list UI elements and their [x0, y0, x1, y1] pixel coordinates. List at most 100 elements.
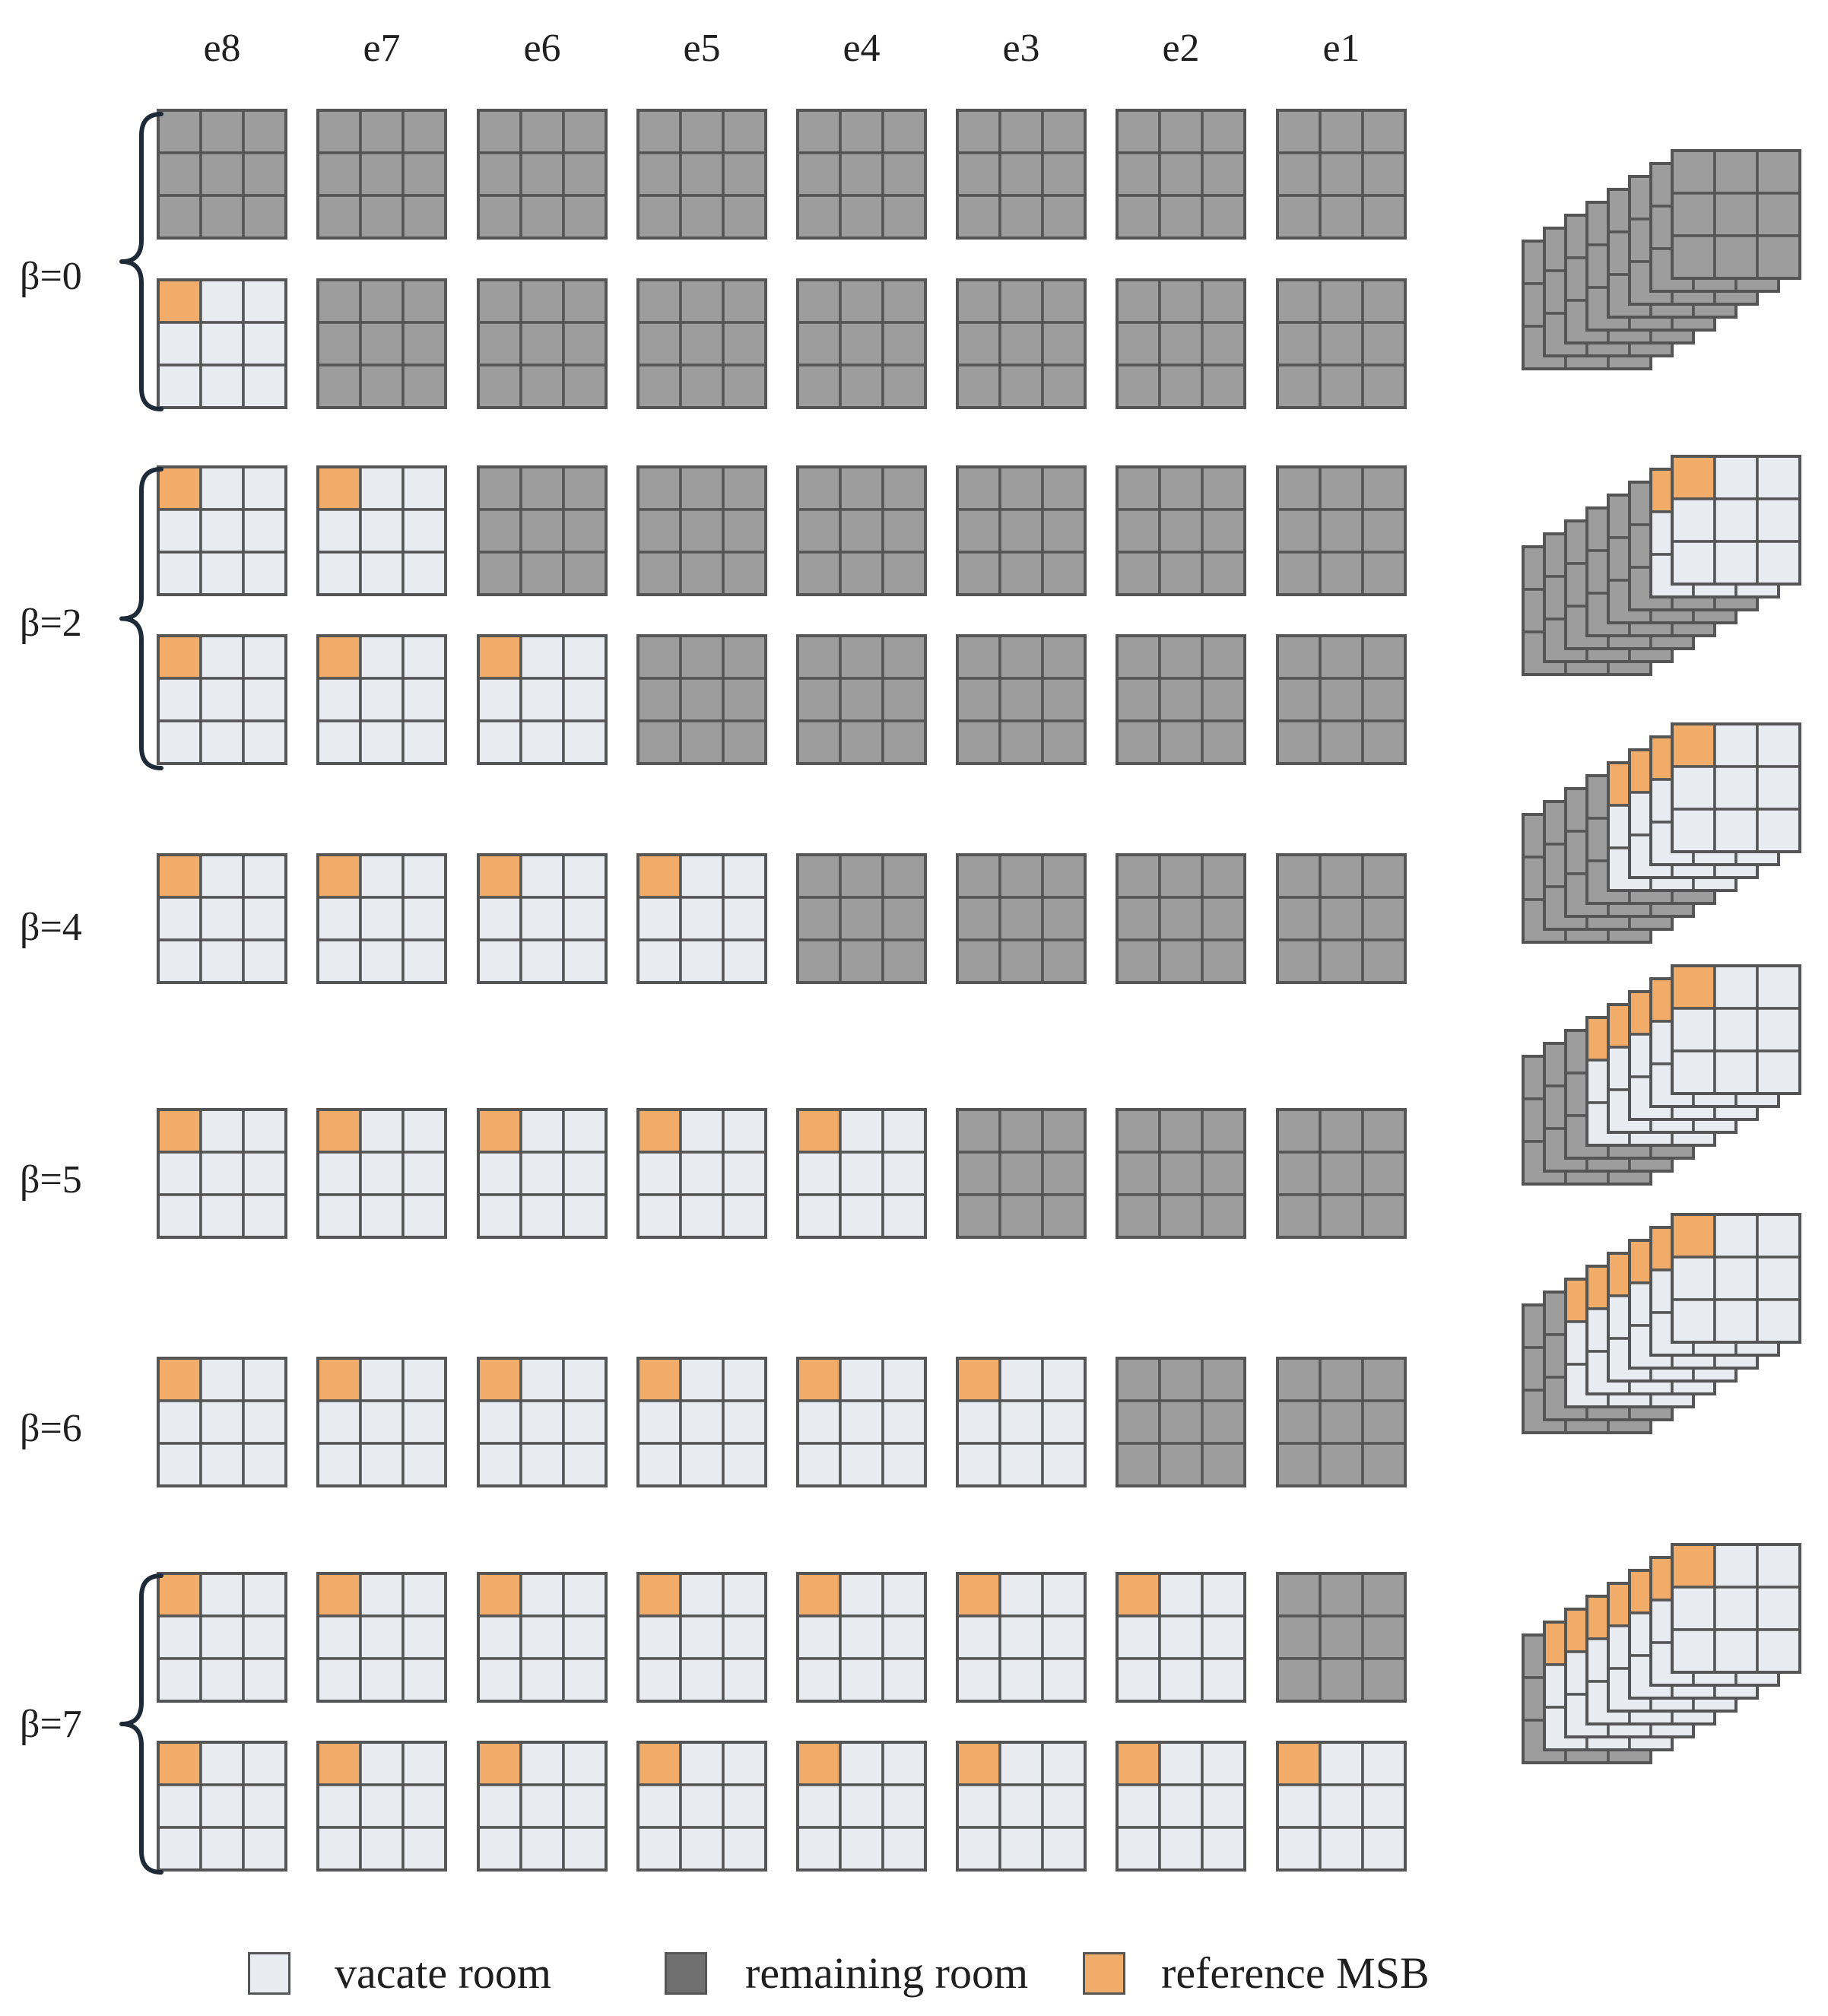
- remaining-cell: [956, 1108, 1001, 1154]
- remaining-block: [956, 634, 1087, 765]
- remaining-cell: [1041, 194, 1087, 240]
- reference-msb-cell: [636, 1572, 682, 1618]
- stack-β=0: [1522, 149, 1801, 370]
- remaining-block: [157, 109, 287, 240]
- vacate-cell: [1713, 1628, 1759, 1674]
- vacate-block: [157, 1357, 287, 1487]
- remaining-cell: [477, 321, 522, 367]
- vacate-cell: [199, 1193, 245, 1239]
- reference-msb-cell: [316, 634, 362, 680]
- vacate-cell: [157, 1193, 202, 1239]
- vacate-cell: [1041, 1826, 1087, 1872]
- vacate-cell: [562, 677, 608, 722]
- remaining-cell: [1361, 151, 1407, 197]
- vacate-cell: [1713, 1213, 1759, 1259]
- block-outline: [1116, 853, 1246, 984]
- block-outline: [316, 634, 447, 765]
- remaining-cell: [1319, 1151, 1364, 1196]
- remaining-cell: [1158, 465, 1204, 511]
- remaining-cell: [956, 853, 1001, 899]
- vacate-cell: [242, 321, 287, 367]
- vacate-cell: [722, 1741, 767, 1786]
- column-header-e5: e5: [683, 27, 720, 70]
- remaining-cell: [1319, 1572, 1364, 1618]
- column-header-e2: e2: [1162, 27, 1199, 70]
- vacate-cell: [881, 1108, 927, 1154]
- vacate-cell: [998, 1614, 1044, 1660]
- vacate-cell: [157, 1614, 202, 1660]
- remaining-cell: [316, 321, 362, 367]
- block-outline: [956, 1741, 1087, 1872]
- remaining-block: [796, 465, 927, 596]
- vacate-cell: [477, 677, 522, 722]
- remaining-cell: [1116, 194, 1161, 240]
- remaining-cell: [679, 194, 725, 240]
- remaining-cell: [1158, 719, 1204, 765]
- vacate-cell: [316, 1614, 362, 1660]
- remaining-block: [956, 109, 1087, 240]
- remaining-cell: [1276, 194, 1322, 240]
- vacate-cell: [881, 1783, 927, 1829]
- block-outline: [316, 853, 447, 984]
- remaining-cell: [839, 364, 884, 409]
- remaining-cell: [722, 194, 767, 240]
- vacate-cell: [359, 853, 405, 899]
- remaining-cell: [1116, 1151, 1161, 1196]
- vacate-cell: [519, 1572, 565, 1618]
- vacate-cell: [562, 719, 608, 765]
- vacate-cell: [316, 1826, 362, 1872]
- remaining-cell: [636, 634, 682, 680]
- vacate-cell: [881, 1357, 927, 1402]
- vacate-cell: [562, 1357, 608, 1402]
- vacate-block: [477, 1741, 608, 1872]
- remaining-cell: [796, 719, 842, 765]
- block-outline: [316, 465, 447, 596]
- reference-msb-cell: [1671, 964, 1716, 1010]
- vacate-cell: [636, 1151, 682, 1196]
- vacate-cell: [157, 1442, 202, 1487]
- remaining-cell: [1201, 1357, 1246, 1402]
- vacate-cell: [477, 938, 522, 984]
- remaining-cell: [1201, 853, 1246, 899]
- vacate-block: [636, 853, 767, 984]
- remaining-cell: [1361, 1357, 1407, 1402]
- reference-msb-cell: [157, 465, 202, 511]
- vacate-cell: [1756, 1213, 1801, 1259]
- vacate-cell: [359, 1193, 405, 1239]
- beta-labels: β=0β=2β=4β=5β=6β=7: [20, 255, 82, 1746]
- vacate-cell: [1319, 1741, 1364, 1786]
- remaining-cell: [1116, 1442, 1161, 1487]
- vacate-cell: [722, 1357, 767, 1402]
- vacate-cell: [1713, 497, 1759, 543]
- vacate-cell: [1276, 1783, 1322, 1829]
- remaining-cell: [956, 719, 1001, 765]
- remaining-cell: [796, 634, 842, 680]
- remaining-cell: [1041, 321, 1087, 367]
- remaining-cell: [722, 677, 767, 722]
- remaining-cell: [1116, 938, 1161, 984]
- vacate-cell: [401, 1193, 447, 1239]
- remaining-cell: [1671, 192, 1716, 237]
- remaining-cell: [796, 853, 842, 899]
- vacate-cell: [636, 1399, 682, 1445]
- vacate-cell: [401, 853, 447, 899]
- remaining-cell: [1201, 1399, 1246, 1445]
- remaining-cell: [1201, 194, 1246, 240]
- remaining-block: [1116, 278, 1246, 409]
- remaining-cell: [1361, 508, 1407, 554]
- remaining-cell: [998, 465, 1044, 511]
- vacate-cell: [401, 634, 447, 680]
- vacate-cell: [199, 551, 245, 596]
- remaining-cell: [998, 719, 1044, 765]
- remaining-cell: [157, 151, 202, 197]
- remaining-cell: [199, 109, 245, 154]
- vacate-cell: [722, 1399, 767, 1445]
- remaining-cell: [956, 151, 1001, 197]
- remaining-block: [1116, 465, 1246, 596]
- remaining-cell: [1116, 1193, 1161, 1239]
- remaining-cell: [679, 109, 725, 154]
- vacate-block: [796, 1572, 927, 1703]
- remaining-cell: [839, 465, 884, 511]
- vacate-cell: [242, 1741, 287, 1786]
